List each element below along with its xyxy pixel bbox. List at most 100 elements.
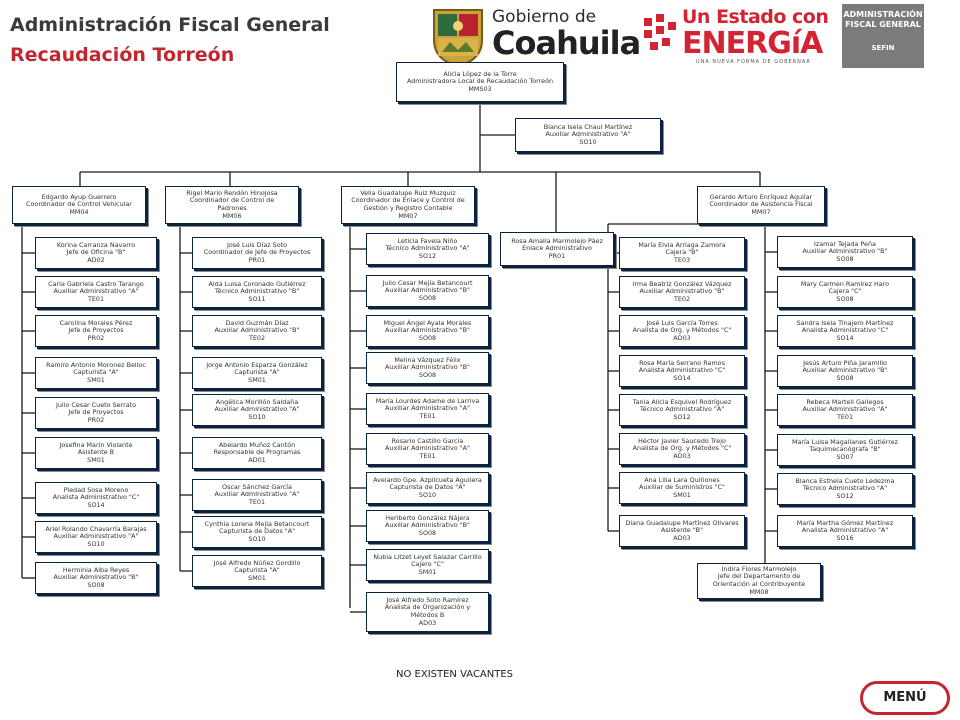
org-box-text: PR01 <box>548 251 566 260</box>
org-box-text: Técnico Administrativo "B" <box>214 287 300 296</box>
org-box-text: SO12 <box>673 412 691 421</box>
org-box-text: Capturista "A" <box>73 368 119 377</box>
org-box-text: Julio Cesar Mejía Betancourt <box>382 278 473 287</box>
page-subtitle: Recaudación Torreón <box>10 44 235 66</box>
org-box-text: Auxiliar Administrativo "A" <box>545 130 631 139</box>
org-box-text: Padrones <box>217 204 247 212</box>
org-box-text: Capturista de Datos "A" <box>218 527 296 536</box>
org-box-text: SM01 <box>418 567 437 576</box>
org-box-text: Auxiliar Administrativo "B" <box>214 326 300 335</box>
org-box-text: SM01 <box>87 455 105 464</box>
org-box-text: Auxiliar Administrativo "A" <box>214 405 300 414</box>
org-box-text: SO08 <box>418 370 437 379</box>
org-box-text: PR02 <box>87 333 105 342</box>
estado-con-energia-logo: Un Estado con ENERGíA UNA NUEVA FORMA DE… <box>640 6 830 68</box>
vacancies-note: NO EXISTEN VACANTES <box>396 669 514 680</box>
org-box-text: AD03 <box>673 333 691 342</box>
org-box-text: Auxiliar Administrativo "B" <box>385 363 470 372</box>
org-box-text: Cynthia Lorena Mejía Betancourt <box>204 519 310 528</box>
org-box-text: TE03 <box>673 255 691 264</box>
org-box-text: Nubia Litzet Leyet Salazar Carrillo <box>373 552 482 561</box>
org-box-text: Ariel Rolando Chavarría Barajas <box>45 524 147 533</box>
org-box-text: SO10 <box>248 534 266 543</box>
org-box-text: Auxiliar Administrativo "A" <box>53 287 139 296</box>
org-box-text: MM06 <box>222 211 242 220</box>
org-box-text: Rosario Castillo García <box>391 436 464 445</box>
org-box-text: Heriberto González Nájera <box>385 513 470 522</box>
org-box-text: SO14 <box>673 373 691 382</box>
org-box-text: Héctor Javier Saucedo Trejo <box>638 436 726 445</box>
org-box-text: SM01 <box>673 490 691 499</box>
org-box-text: Miguel Ángel Ayala Morales <box>383 318 472 327</box>
org-box-text: Rigel Mario Rendón Hinojosa <box>186 188 278 197</box>
org-box-text: María Elvia Arriaga Zamora <box>638 240 726 249</box>
org-box-text: SO08 <box>836 373 854 382</box>
org-box-text: Jefe de Proyectos <box>68 326 124 335</box>
gobierno-coahuila-logo: Gobierno de Coahuila <box>492 7 641 62</box>
org-box-text: TE02 <box>248 333 266 342</box>
org-box-text: Auxiliar Administrativo "B" <box>53 573 139 582</box>
org-box-text: MMS03 <box>468 84 492 93</box>
org-box-text: Auxiliar de Suministros "C" <box>639 483 725 492</box>
org-box-text: Taquimecanógrafa "B" <box>809 445 881 454</box>
org-box-text: PR01 <box>248 255 266 264</box>
org-box-text: TE01 <box>248 497 266 506</box>
org-box-text: SO10 <box>87 539 105 548</box>
org-box-text: Auxiliar Administrativo "B" <box>385 521 470 530</box>
org-box-text: AD03 <box>418 618 437 627</box>
org-box-text: SO16 <box>836 533 854 542</box>
org-box-text: María Luisa Magallanes Gutiérrez <box>791 437 899 446</box>
org-box-text: Técnico Administrativo "A" <box>639 405 725 414</box>
org-box-text: Coordinador de Control de <box>189 196 275 205</box>
org-box-text: Leticia Favela Niño <box>397 236 458 245</box>
org-box-text: AD03 <box>673 451 691 460</box>
org-box-text: Herminia Alba Reyes <box>62 565 130 574</box>
sefin-logo: ADMINISTRACIÓN FISCAL GENERAL SEFIN <box>842 4 924 68</box>
org-box-text: María Martha Gómez Martínez <box>796 518 894 527</box>
org-box-text: Oscar Sánchez García <box>222 482 292 491</box>
org-box-text: José Alfredo Núñez Gordillo <box>213 558 301 567</box>
org-box-text: Angélica Morillón Saldaña <box>215 397 299 406</box>
org-box-text: Ramiro Antonio Moronez Belloc <box>46 360 146 369</box>
org-box-text: José Alfredo Soto Ramírez <box>386 595 469 604</box>
org-box-text: Aida Luisa Coronado Gutiérrez <box>208 279 306 288</box>
org-box-text: Jefe de Oficina "B" <box>66 248 126 257</box>
org-box-text: SO08 <box>836 254 854 263</box>
org-box-text: TE01 <box>87 294 105 303</box>
org-box-text: Velia Guadalupe Ruiz Muzquiz <box>360 188 456 197</box>
org-box-text: Sandra Isela Tinajero Martínez <box>796 318 894 327</box>
org-box-text: SO08 <box>836 294 854 303</box>
org-box-text: TE02 <box>673 294 691 303</box>
org-box-text: Avelardo Gpe. Azpilcueta Aguilera <box>373 475 482 484</box>
org-box-text: Responsable de Programas <box>213 448 301 457</box>
org-box-text: Asistente B <box>77 448 115 457</box>
org-box-text: Orientación al Contribuyente <box>712 580 806 588</box>
org-box-text: José Luis García Torres <box>646 318 718 327</box>
org-box-text: Gestión y Registro Contable <box>363 204 453 212</box>
org-box-text: SO08 <box>418 333 437 342</box>
menu-button[interactable]: MENÚ <box>860 681 950 715</box>
org-box-text: Capturista de Datos "A" <box>389 483 466 492</box>
org-box-text: Rosa María Serrano Ramos <box>639 358 725 367</box>
org-box-text: Josefina Marín Violante <box>59 440 133 449</box>
